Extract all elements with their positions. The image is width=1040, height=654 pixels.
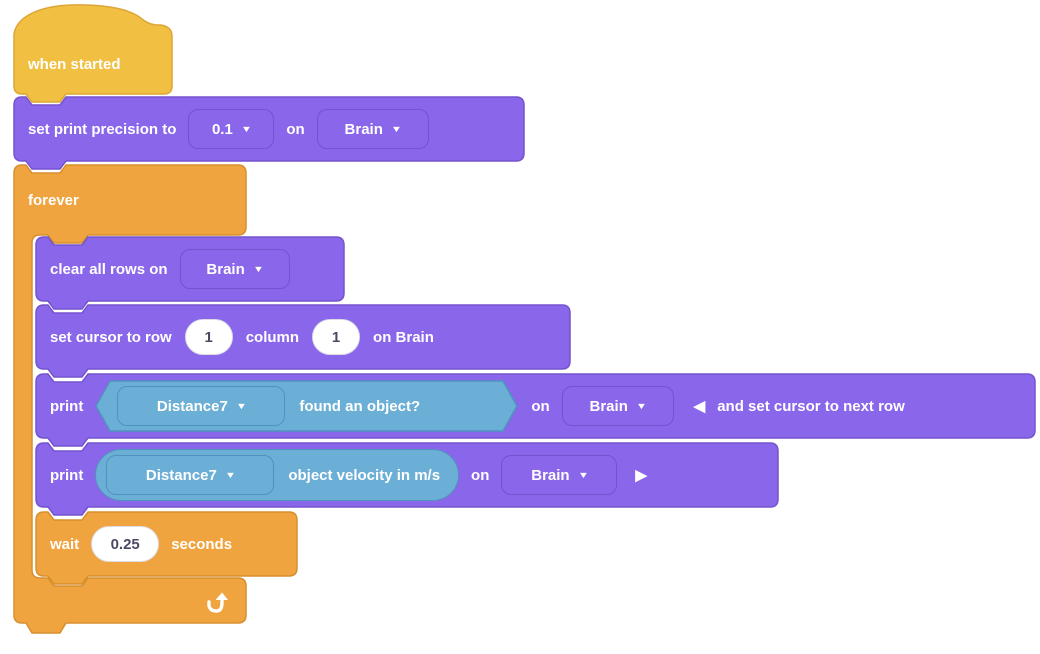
device-dropdown-value: Brain [589, 397, 628, 415]
dropdown-arrow-icon: ▼ [577, 469, 589, 480]
set-cursor-column-label: column [245, 328, 300, 346]
clear-all-rows-label: clear all rows on [50, 260, 168, 278]
dropdown-arrow-icon: ▼ [224, 469, 236, 480]
when-started-label: when started [28, 55, 121, 73]
block-forever[interactable]: forever [13, 164, 248, 649]
set-cursor-on-brain-label: on Brain [373, 328, 434, 346]
block-wait[interactable]: wait 0.25 seconds [35, 511, 299, 585]
sensor-dropdown[interactable]: Distance7 ▼ [106, 455, 275, 495]
duration-input-value: 0.25 [110, 535, 140, 553]
sensor-dropdown-value: Distance7 [145, 466, 217, 484]
stack-block-shape [35, 304, 571, 378]
object-velocity-label: object velocity in m/s [288, 466, 441, 484]
column-input[interactable]: 1 [312, 319, 361, 355]
forever-label: forever [28, 191, 79, 209]
loop-arrow-icon [202, 589, 230, 622]
column-input-value: 1 [331, 328, 341, 346]
precision-dropdown-value: 0.1 [211, 120, 233, 138]
row-input-value: 1 [204, 328, 213, 346]
device-dropdown-value: Brain [344, 120, 383, 138]
device-dropdown-value: Brain [206, 260, 245, 278]
dropdown-arrow-icon: ▼ [635, 400, 647, 411]
sensing-boolean-block[interactable]: Distance7 ▼ found an object? [95, 380, 519, 432]
precision-dropdown[interactable]: 0.1 ▼ [188, 109, 275, 149]
device-dropdown-value: Brain [531, 466, 570, 484]
dropdown-arrow-icon: ▼ [390, 123, 402, 134]
dropdown-arrow-icon: ▼ [240, 123, 252, 134]
stack-block-shape [13, 96, 525, 170]
block-print-object-velocity[interactable]: print Distance7 ▼ object velocity in m/s… [35, 442, 780, 516]
wait-label: wait [50, 535, 80, 553]
set-cursor-next-row-label: and set cursor to next row [717, 397, 905, 415]
expand-right-icon[interactable]: ▶ [635, 466, 647, 484]
dropdown-arrow-icon: ▼ [252, 263, 264, 274]
on-label: on [286, 120, 305, 138]
block-print-found-object[interactable]: print Distance7 ▼ found an object? on Br… [35, 373, 1037, 447]
set-cursor-row-label: set cursor to row [50, 328, 172, 346]
sensor-dropdown-value: Distance7 [156, 397, 228, 415]
hat-block-shape [13, 4, 173, 103]
dropdown-arrow-icon: ▼ [235, 400, 247, 411]
device-dropdown[interactable]: Brain ▼ [316, 109, 429, 149]
block-set-print-precision[interactable]: set print precision to 0.1 ▼ on Brain ▼ [13, 96, 526, 170]
row-input[interactable]: 1 [184, 319, 233, 355]
collapse-left-icon[interactable]: ◀ [693, 397, 706, 415]
seconds-label: seconds [171, 535, 233, 553]
block-set-cursor[interactable]: set cursor to row 1 column 1 on Brain [35, 304, 572, 378]
stack-block-shape [35, 236, 345, 310]
print-label: print [50, 466, 84, 484]
on-label: on [531, 397, 550, 415]
sensing-reporter-block[interactable]: Distance7 ▼ object velocity in m/s [95, 449, 460, 501]
c-block-shape [13, 164, 247, 634]
found-an-object-label: found an object? [299, 397, 421, 415]
hexagon-shape [95, 380, 519, 432]
on-label: on [471, 466, 490, 484]
duration-input[interactable]: 0.25 [91, 526, 160, 562]
sensor-dropdown[interactable]: Distance7 ▼ [117, 386, 286, 426]
print-label: print [50, 397, 84, 415]
device-dropdown[interactable]: Brain ▼ [561, 386, 674, 426]
device-dropdown[interactable]: Brain ▼ [501, 455, 618, 495]
device-dropdown[interactable]: Brain ▼ [179, 249, 290, 289]
block-when-started[interactable]: when started [13, 4, 176, 104]
set-print-precision-label: set print precision to [28, 120, 177, 138]
block-clear-all-rows[interactable]: clear all rows on Brain ▼ [35, 236, 346, 310]
